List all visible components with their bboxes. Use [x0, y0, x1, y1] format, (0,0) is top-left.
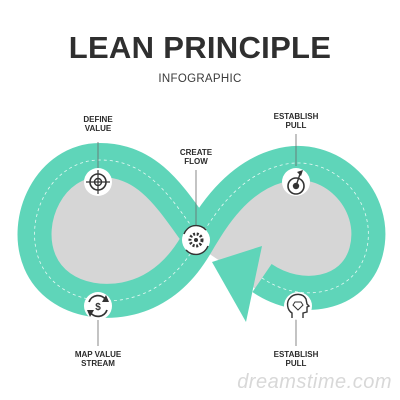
step-label-line1: ESTABLISH: [273, 112, 319, 121]
step-label-line2: VALUE: [84, 124, 112, 133]
gear-icon: [182, 224, 210, 256]
step-label-line2: PULL: [285, 121, 307, 130]
step-label-line1: ESTABLISH: [273, 350, 319, 359]
step-label-map-value-stream: MAP VALUE STREAM: [58, 350, 138, 368]
step-label-establish-pull-bottom: ESTABLISH PULL: [256, 350, 336, 368]
dart-target-icon: [282, 168, 310, 196]
step-label-line2: PULL: [285, 359, 307, 368]
step-label-create-flow: CREATE FLOW: [156, 148, 236, 166]
step-label-line2: FLOW: [184, 157, 208, 166]
step-label-line2: STREAM: [81, 359, 115, 368]
page-subtitle: INFOGRAPHIC: [158, 73, 242, 85]
step-label-establish-pull-top: ESTABLISH PULL: [256, 112, 336, 130]
step-label-line1: MAP VALUE: [74, 350, 122, 359]
page-title: LEAN PRINCIPLE: [68, 30, 332, 65]
watermark: dreamstime.com: [237, 371, 392, 393]
step-label-line1: CREATE: [179, 148, 213, 157]
target-icon: [84, 168, 112, 196]
cycle-dollar-icon: $: [84, 292, 112, 320]
ribbon-arrow-head: [212, 246, 262, 322]
svg-text:$: $: [95, 302, 101, 313]
infinity-ribbon: [17, 142, 386, 318]
step-label-define-value: DEFINE VALUE: [58, 115, 138, 133]
head-diamond-icon: [284, 292, 312, 320]
step-label-line1: DEFINE: [83, 115, 113, 124]
